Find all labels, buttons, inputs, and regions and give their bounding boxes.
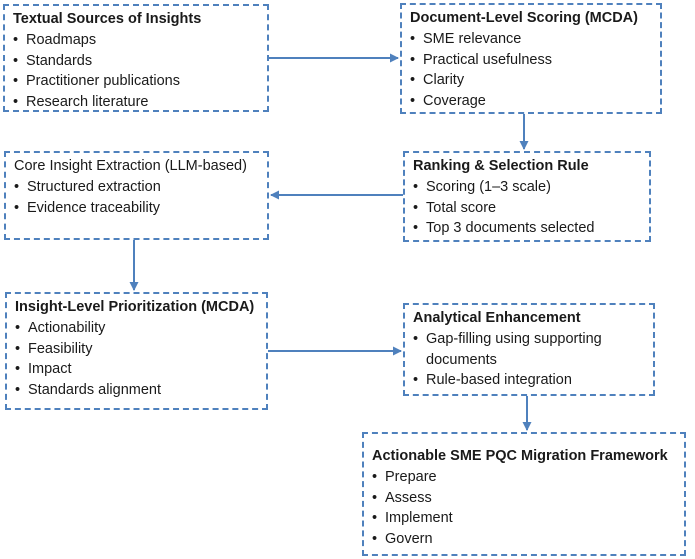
box-analytical-enhancement: Analytical Enhancement Gap-filling using… (403, 303, 655, 396)
item-list: Actionability Feasibility Impact Standar… (15, 318, 258, 401)
list-item: Evidence traceability (14, 198, 259, 219)
box-title: Insight-Level Prioritization (MCDA) (15, 299, 255, 315)
box-textual-sources: Textual Sources of Insights Roadmaps Sta… (3, 4, 269, 113)
list-item: Top 3 documents selected (413, 218, 641, 239)
box-migration-framework: Actionable SME PQC Migration Framework P… (362, 432, 686, 556)
list-item: Implement (372, 508, 676, 529)
list-item: Gap-filling using supporting documents (413, 329, 645, 370)
list-item: Practitioner publications (13, 71, 259, 92)
list-item: Actionability (15, 318, 258, 339)
list-item: Coverage (410, 91, 652, 112)
box-title: Document-Level Scoring (MCDA) (410, 10, 638, 26)
item-list: Gap-filling using supporting documents R… (413, 329, 645, 391)
list-item: Clarity (410, 70, 652, 91)
item-list: Structured extraction Evidence traceabil… (14, 177, 259, 218)
list-item: SME relevance (410, 29, 652, 50)
list-item: Practical usefulness (410, 50, 652, 71)
list-item: Rule-based integration (413, 370, 645, 391)
box-ranking-selection: Ranking & Selection Rule Scoring (1–3 sc… (403, 151, 651, 242)
box-title: Core Insight Extraction (LLM-based) (14, 158, 247, 174)
item-list: Roadmaps Standards Practitioner publicat… (13, 30, 259, 113)
list-item: Total score (413, 198, 641, 219)
box-title: Actionable SME PQC Migration Framework (372, 448, 668, 464)
box-core-insight-extraction: Core Insight Extraction (LLM-based) Stru… (4, 151, 269, 240)
item-list: Scoring (1–3 scale) Total score Top 3 do… (413, 177, 641, 239)
list-item: Structured extraction (14, 177, 259, 198)
list-item: Scoring (1–3 scale) (413, 177, 641, 198)
list-item: Impact (15, 359, 258, 380)
box-insight-prioritization: Insight-Level Prioritization (MCDA) Acti… (5, 292, 268, 410)
list-item: Assess (372, 488, 676, 509)
list-item: Feasibility (15, 339, 258, 360)
list-item: Prepare (372, 467, 676, 488)
item-list: Prepare Assess Implement Govern (372, 467, 676, 550)
list-item: Govern (372, 529, 676, 550)
list-item: Standards alignment (15, 380, 258, 401)
box-document-scoring: Document-Level Scoring (MCDA) SME releva… (400, 3, 662, 114)
box-title: Textual Sources of Insights (13, 11, 202, 27)
list-item: Roadmaps (13, 30, 259, 51)
list-item: Standards (13, 51, 259, 72)
box-title: Ranking & Selection Rule (413, 158, 589, 174)
box-title: Analytical Enhancement (413, 310, 581, 326)
list-item: Research literature (13, 92, 259, 113)
item-list: SME relevance Practical usefulness Clari… (410, 29, 652, 112)
